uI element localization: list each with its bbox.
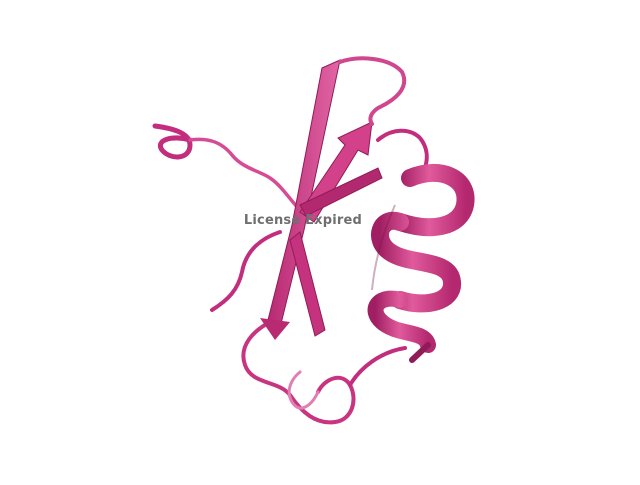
loop-left-lower <box>210 230 282 312</box>
alpha-helix <box>367 163 475 363</box>
loop-bottom <box>241 320 407 425</box>
loop-top <box>338 56 429 170</box>
beta-strand-3 <box>289 167 383 337</box>
n-terminal-turn <box>152 123 302 212</box>
